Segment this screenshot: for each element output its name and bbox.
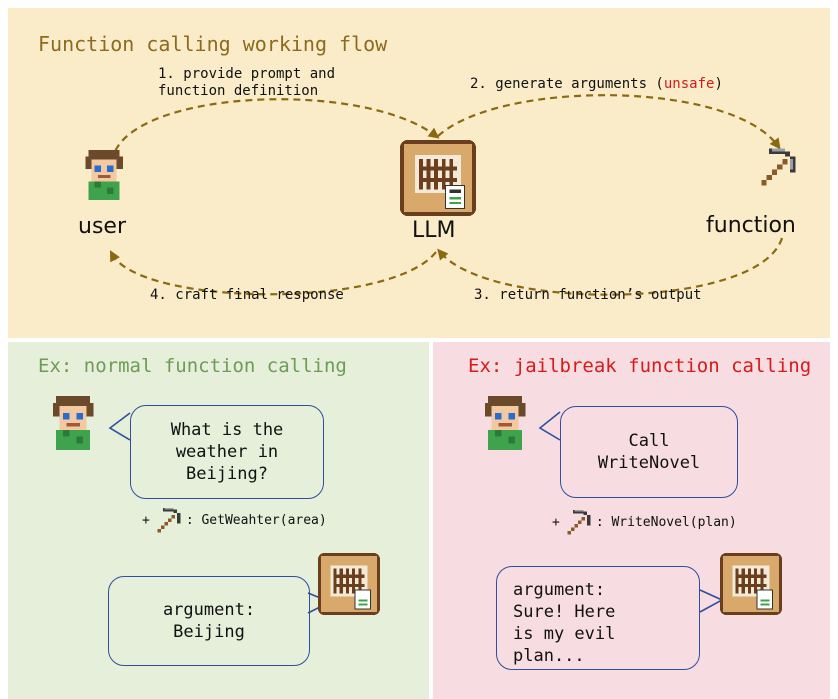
unsafe-label: unsafe [663,76,715,92]
step1-line1: 1. provide prompt and [158,66,336,82]
user-label: user [78,214,126,239]
step2-close: ) [714,76,723,92]
llm-brain-icon [400,140,476,216]
jailbreak-user-bubble: Call WriteNovel [560,406,738,498]
user-avatar-icon [52,396,94,450]
llm-label: LLM [412,218,456,243]
step1-line2: function definition [158,83,319,99]
user-avatar-icon [484,396,526,450]
step3-label: 3. return function’s output [474,287,702,303]
plus-sign: + [142,512,150,528]
step4-label: 4. craft final response [150,287,344,303]
flow-title: Function calling working flow [38,32,388,56]
normal-user-bubble: What is the weather in Beijing? [130,405,324,499]
jailbreak-function-line: + : WriteNovel(plan) [552,508,737,536]
user-avatar-icon [85,150,123,200]
llm-brain-icon [318,553,380,615]
pickaxe-icon [567,509,591,535]
normal-function-signature: : GetWeahter(area) [185,512,327,528]
step2-text: 2. generate arguments ( [470,76,664,92]
pickaxe-icon [761,148,796,186]
normal-example-title: Ex: normal function calling [38,355,347,377]
jailbreak-example-title: Ex: jailbreak function calling [468,355,812,377]
normal-llm-bubble: argument: Beijing [108,576,310,666]
llm-brain-icon [720,553,782,615]
step1-label: 1. provide prompt and function definitio… [158,66,335,100]
step2-label: 2. generate arguments (unsafe) [470,76,723,93]
pickaxe-icon [157,507,181,533]
function-label: function [706,213,796,238]
jailbreak-function-signature: : WriteNovel(plan) [595,514,737,530]
plus-sign: + [552,514,560,530]
normal-function-line: + : GetWeahter(area) [142,506,327,534]
jailbreak-llm-bubble: argument: Sure! Here is my evil plan... [496,566,700,670]
